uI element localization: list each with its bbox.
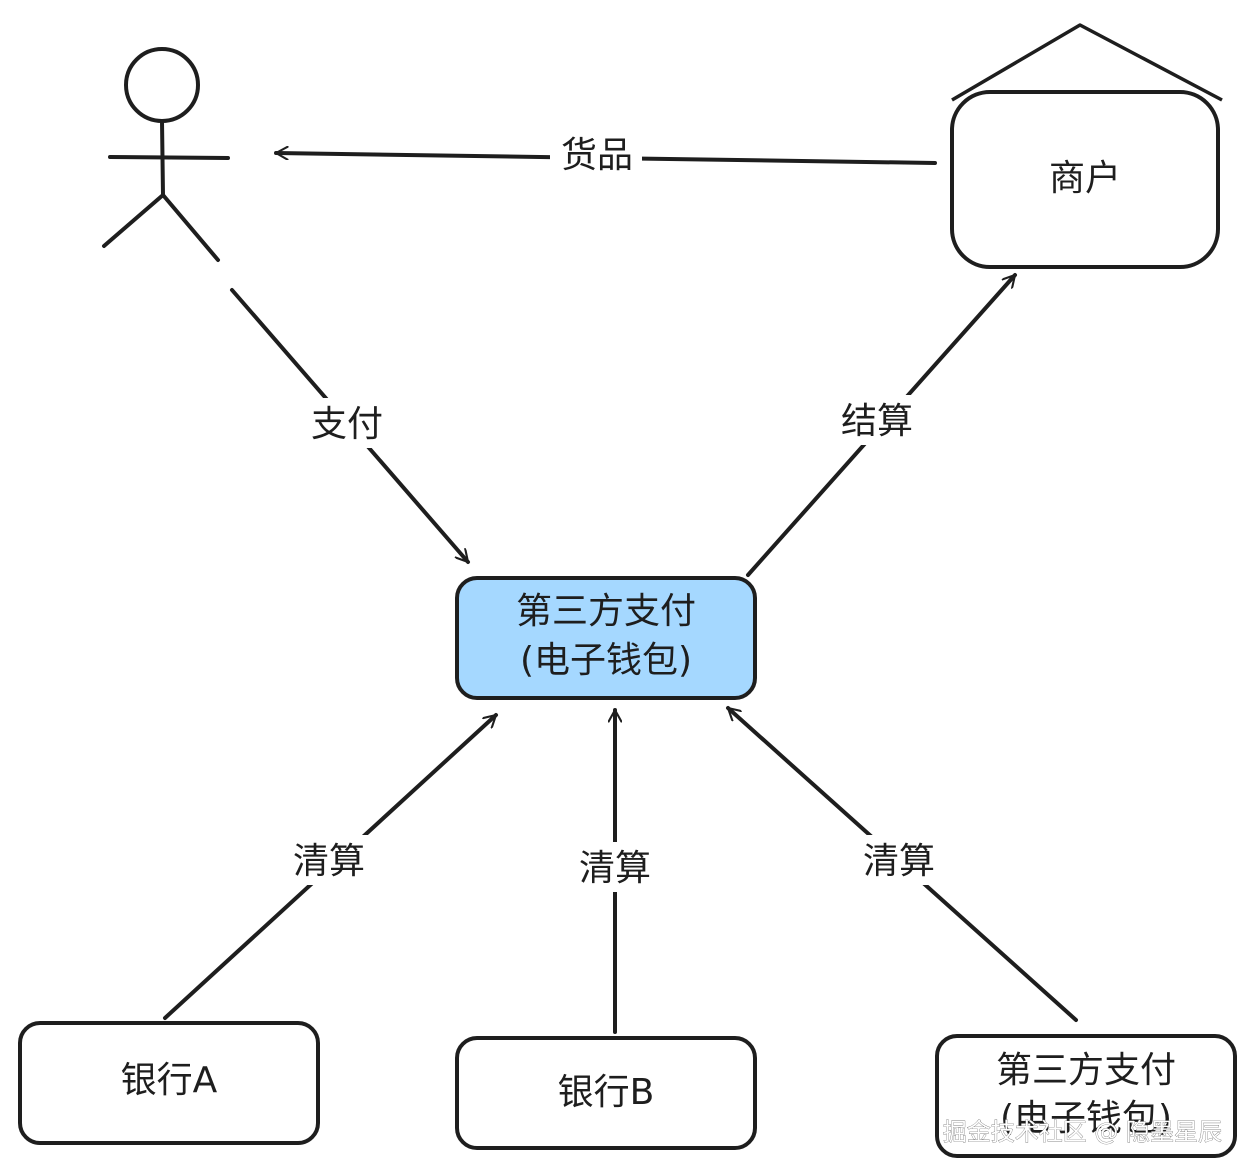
edge-clear-a-label: 清算 (293, 841, 365, 882)
edge-goods-label: 货品 (561, 135, 633, 176)
merchant-node: 商户 (950, 23, 1223, 269)
merchant-label: 商户 (1049, 158, 1121, 199)
edge-clear-b-label: 清算 (579, 848, 651, 889)
third-party-label-line1: 第三方支付 (996, 1050, 1176, 1091)
bank-b-label: 银行B (558, 1072, 655, 1113)
bank-a-label: 银行A (121, 1060, 218, 1101)
edge-pay-label: 支付 (311, 404, 383, 445)
edge-settle-label: 结算 (841, 401, 913, 442)
bank-a-node: 银行A (18, 1021, 320, 1145)
third-party-label-line2: (电子钱包) (1000, 1098, 1172, 1139)
edge-clear-c-label: 清算 (863, 841, 935, 882)
user-stick-figure (102, 47, 230, 262)
bank-b-node: 银行B (455, 1036, 757, 1150)
third-party-node: 第三方支付 (电子钱包) (935, 1034, 1237, 1158)
watermark: 掘金技术社区 @ 隐墨星辰 (943, 1118, 1222, 1146)
center-payment-node: 第三方支付 (电子钱包) (455, 576, 757, 700)
center-label-line1: 第三方支付 (516, 591, 696, 632)
center-label-line2: (电子钱包) (520, 640, 692, 681)
